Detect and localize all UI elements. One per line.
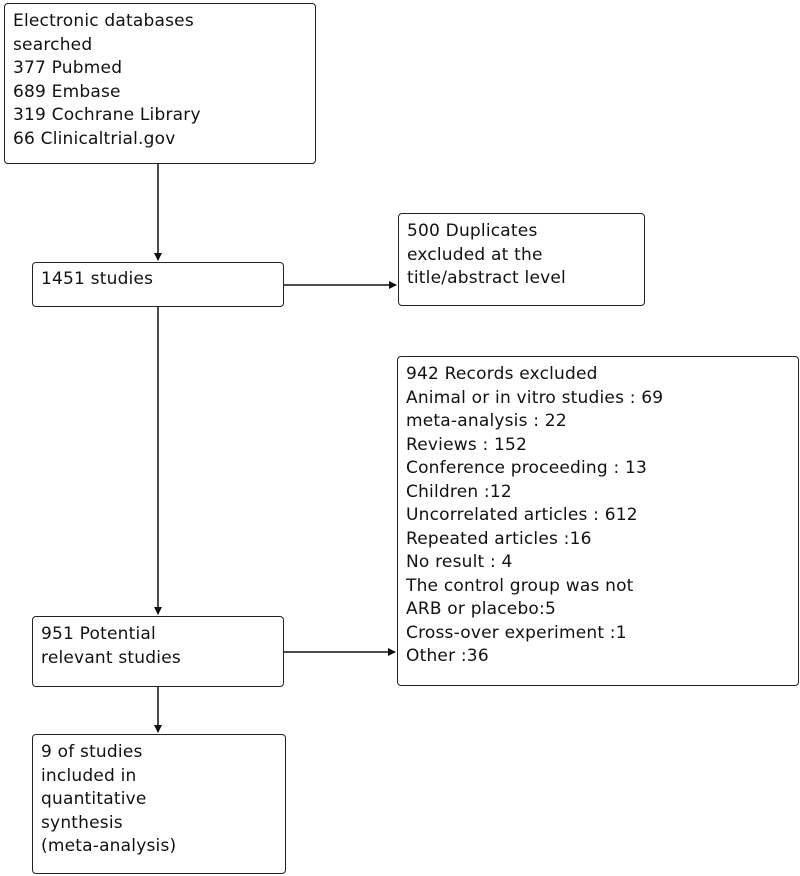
excluded-line: 942 Records excluded [406,364,598,384]
excluded-line: Other :36 [406,646,489,666]
excluded-line: The control group was not [406,575,634,596]
included-studies-box: 9 of studies included in quantitative sy… [32,734,286,874]
databases-line: 377 Pubmed [13,58,123,78]
potential-relevant-box: 951 Potential relevant studies [32,616,284,687]
excluded-line: No result : 4 [406,552,513,572]
databases-line: 66 Clinicaltrial.gov [13,128,176,149]
excluded-line: Children :12 [406,481,512,502]
excluded-line: meta-analysis : 22 [406,411,567,431]
duplicates-excluded-box: 500 Duplicates excluded at the title/abs… [398,213,645,306]
excluded-line: Animal or in vitro studies : 69 [406,387,664,408]
excluded-line: Uncorrelated articles : 612 [406,505,638,525]
databases-line: Electronic databases [13,11,194,31]
excluded-line: Repeated articles :16 [406,528,592,549]
records-excluded-box: 942 Records excluded Animal or in vitro … [397,356,799,686]
databases-line: 319 Cochrane Library [13,105,201,125]
included-line: 9 of studies [41,742,143,762]
total-studies-line: 1451 studies [41,269,154,289]
included-line: included in [41,765,137,786]
included-line: (meta-analysis) [41,836,177,856]
potential-line: relevant studies [41,647,181,668]
databases-searched-box: Electronic databases searched 377 Pubmed… [4,3,316,164]
duplicates-line: 500 Duplicates [407,221,538,241]
excluded-line: Cross-over experiment :1 [406,622,627,643]
excluded-line: Conference proceeding : 13 [406,458,648,478]
total-studies-box: 1451 studies [32,262,284,307]
potential-line: 951 Potential [41,624,156,644]
databases-line: searched [13,34,93,55]
databases-line: 689 Embase [13,81,121,102]
duplicates-line: title/abstract level [407,268,566,288]
excluded-line: Reviews : 152 [406,434,528,455]
included-line: synthesis [41,812,123,833]
excluded-line: ARB or placebo:5 [406,599,556,619]
included-line: quantitative [41,789,147,809]
duplicates-line: excluded at the [407,244,543,265]
